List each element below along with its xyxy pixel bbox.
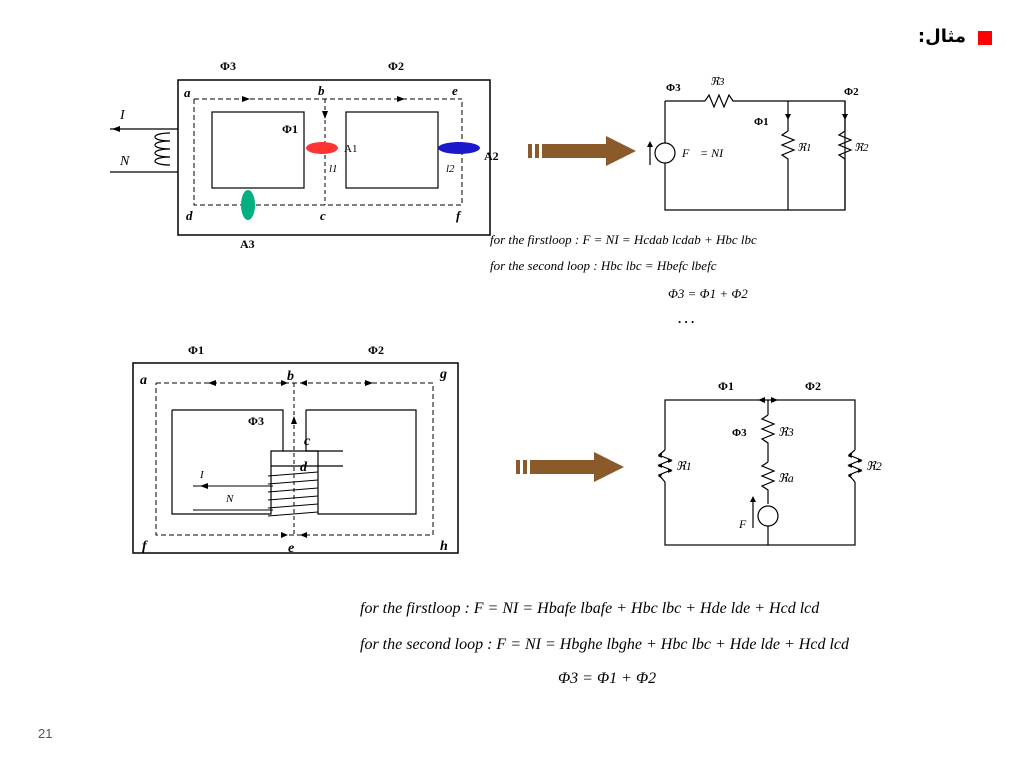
c1-r3-label: ℜ3: [710, 76, 725, 88]
mmf-source-1: [654, 142, 676, 164]
flux-arrow-top-left: [242, 96, 250, 102]
reluctance-r1: [780, 130, 796, 210]
c2-flux2-label: Φ2: [368, 343, 384, 357]
node-a: a: [184, 85, 191, 100]
c1-source-label: F: [681, 146, 690, 160]
eq1-line3: Φ3 = Φ1 + Φ2: [668, 286, 748, 301]
core-window-right: [345, 111, 439, 189]
c2-source-arrow: [750, 496, 756, 502]
flux1-label: Φ1: [282, 122, 298, 136]
c2-node-f: f: [142, 539, 148, 554]
current-label: I: [119, 108, 126, 123]
node-d: d: [186, 208, 193, 223]
equivalent-circuit-1: Φ3 ℜ3 Φ1 Φ2 ℜ1 ℜ2 F = NI: [647, 76, 869, 211]
c1-flux1: Φ1: [754, 116, 769, 128]
area3-label: A3: [240, 237, 255, 251]
c2-flux1-label: Φ1: [188, 343, 204, 357]
node-c: c: [320, 208, 326, 223]
c2-node-b: b: [287, 369, 294, 384]
page-number: 21: [38, 726, 53, 741]
magnetic-core-diagram-2: Φ1 Φ2 Φ3 a b c d e f g h I N: [132, 343, 459, 556]
c1-r2-label: ℜ2: [854, 142, 869, 154]
area2-label: A2: [484, 149, 499, 163]
current-arrow: [112, 126, 120, 132]
core2-outer-boundary: [132, 362, 459, 554]
equivalent-circuit-2: Φ1 Φ2 Φ3 ℜ3 ℜa ℜ1 ℜ2 F: [657, 379, 882, 546]
c2-flux3-label: Φ3: [248, 414, 264, 428]
node-f: f: [456, 208, 462, 223]
c2c-r3: ℜ3: [778, 425, 794, 439]
c2-current-label: I: [199, 469, 205, 481]
area-A1-marker: [306, 142, 338, 154]
core-outer-boundary: [177, 79, 491, 236]
branch-arrow-2: [842, 114, 848, 120]
core-window-left: [211, 111, 305, 189]
c1-source-eq: = NI: [700, 146, 724, 160]
flux-arrow-top-right: [397, 96, 405, 102]
area1-label: A1: [344, 143, 357, 155]
c1-r1-label: ℜ1: [797, 142, 811, 154]
c2-node-g: g: [439, 367, 447, 382]
c2-node-c: c: [304, 434, 311, 449]
transform-arrow-1: [528, 136, 636, 166]
c2-flux-arrow-right: [365, 380, 373, 386]
eq2-line2: for the second loop : F = NI = Hbghe lbg…: [360, 636, 849, 653]
c1-flux3: Φ3: [666, 82, 681, 94]
core2-flux-path-outer: [155, 382, 434, 536]
core2-coil-winding: [193, 471, 319, 517]
eq2-line3: Φ3 = Φ1 + Φ2: [558, 670, 657, 687]
c2c-ra: ℜa: [778, 471, 794, 485]
eq1-line1: for the firstloop : F = NI = Hcdab lcdab…: [490, 232, 757, 247]
reluctance-r2: [837, 130, 853, 210]
c2-node-arrows: [758, 397, 778, 403]
c2-node-d: d: [300, 460, 308, 475]
c2-current-arrow: [200, 483, 208, 489]
flux2-label: Φ2: [388, 59, 404, 73]
c2c-flux1: Φ1: [718, 379, 734, 393]
eq2-line1: for the firstloop : F = NI = Hbafe lbafe…: [360, 600, 820, 617]
c2c-flux3: Φ3: [732, 427, 747, 439]
core2-window-right: [305, 409, 417, 515]
c2-node-h: h: [440, 539, 448, 554]
flux3-label: Φ3: [220, 59, 236, 73]
area-A3-marker: [241, 190, 255, 220]
length2-label: l2: [446, 163, 455, 175]
c2-flux-arrow-top-split: [281, 380, 307, 386]
c2c-flux2: Φ2: [805, 379, 821, 393]
c2-node-e: e: [288, 541, 294, 556]
core2-window-left: [171, 409, 284, 515]
branch-arrow-1: [785, 114, 791, 120]
c2c-source: F: [738, 517, 747, 531]
reluctance-c2-r3: [760, 414, 776, 462]
c2c-r2: ℜ2: [866, 459, 882, 473]
length1-label: l1: [329, 163, 338, 175]
magnetic-core-diagram-1: Φ3 Φ2 Φ1 a b e d c f I N A1 A2 A3 l1 l2: [110, 59, 499, 251]
c2-node-a: a: [140, 373, 147, 388]
c2c-r1: ℜ1: [676, 459, 692, 473]
reluctance-r3: [704, 93, 788, 109]
title-bullet: [978, 31, 992, 45]
c2-flux-arrow-up: [291, 416, 297, 424]
area-A2-marker: [438, 142, 480, 154]
transform-arrow-2: [516, 452, 624, 482]
node-e: e: [452, 83, 458, 98]
c2-turns-label: N: [225, 493, 234, 505]
coil-winding: [110, 128, 178, 173]
reluctance-c2-ra: [760, 461, 776, 504]
c2-circuit-frame: [664, 399, 856, 546]
reluctance-c2-r1: [657, 451, 673, 481]
turns-label: N: [119, 154, 130, 169]
node-b: b: [318, 83, 325, 98]
reluctance-c2-r2: [847, 451, 863, 481]
mmf-source-2: [757, 505, 779, 527]
c2-flux-arrow-left: [208, 380, 216, 386]
c2-flux-arrow-bottom-merge: [281, 532, 307, 538]
eq1-line2: for the second loop : Hbc lbc = Hbefc lb…: [490, 258, 717, 273]
page-title: مثال:: [917, 26, 966, 47]
source-arrow: [647, 141, 653, 147]
flux-arrow-center: [322, 111, 328, 119]
c1-flux2: Φ2: [844, 86, 859, 98]
eq1-dots: . . .: [678, 311, 695, 326]
